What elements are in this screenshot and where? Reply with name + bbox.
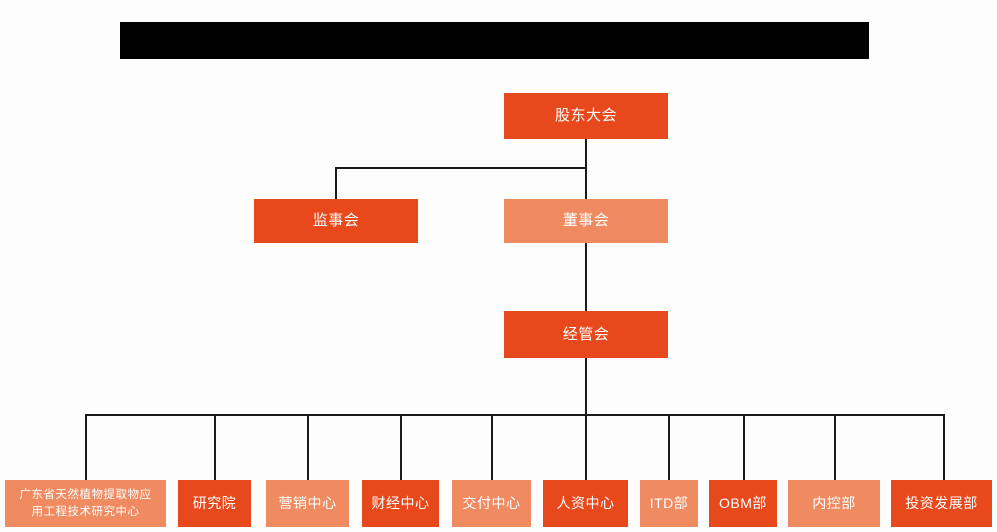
node-label-finance-center: 财经中心: [371, 495, 430, 512]
connector-to-hr-center: [585, 414, 587, 480]
node-label-marketing-center: 营销中心: [278, 495, 337, 512]
node-finance-center[interactable]: 财经中心: [362, 480, 439, 527]
node-label-supervisors: 监事会: [312, 212, 360, 230]
connector-level2-bus: [335, 167, 587, 169]
node-label-investment-development-department: 投资发展部: [905, 495, 978, 512]
connector-to-directors: [585, 167, 587, 199]
connector-to-marketing-center: [307, 414, 309, 480]
node-marketing-center[interactable]: 营销中心: [266, 480, 349, 527]
connector-shareholders-down: [585, 139, 587, 169]
node-delivery-center[interactable]: 交付中心: [452, 480, 531, 527]
redacted-title-bar: [120, 22, 869, 59]
node-supervisors[interactable]: 监事会: [254, 199, 418, 243]
node-institute[interactable]: 研究院: [178, 480, 251, 527]
node-management[interactable]: 经管会: [504, 311, 668, 358]
connector-to-delivery-center: [491, 414, 493, 480]
node-label-shareholders: 股东大会: [554, 107, 617, 125]
connector-to-supervisors: [335, 167, 337, 199]
node-label-itd-department: ITD部: [649, 495, 689, 512]
node-label-delivery-center: 交付中心: [462, 495, 521, 512]
connector-to-itd-department: [668, 414, 670, 480]
node-hr-center[interactable]: 人资中心: [543, 480, 628, 527]
node-directors[interactable]: 董事会: [504, 199, 668, 243]
node-label-obm-department: OBM部: [719, 495, 767, 512]
node-investment-development-department[interactable]: 投资发展部: [891, 480, 992, 527]
node-research-center[interactable]: 广东省天然植物提取物应 用工程技术研究中心: [5, 480, 166, 527]
connector-to-research-center: [85, 414, 87, 480]
node-label-research-center: 广东省天然植物提取物应 用工程技术研究中心: [19, 488, 152, 518]
connector-to-finance-center: [400, 414, 402, 480]
connector-to-investment-development-department: [943, 414, 945, 480]
node-internal-control-department[interactable]: 内控部: [788, 480, 880, 527]
node-shareholders[interactable]: 股东大会: [504, 93, 668, 139]
connector-to-obm-department: [743, 414, 745, 480]
connector-to-institute: [214, 414, 216, 480]
node-itd-department[interactable]: ITD部: [640, 480, 698, 527]
connector-directors-to-management: [585, 243, 587, 311]
node-label-internal-control-department: 内控部: [812, 495, 856, 512]
connector-management-down: [585, 358, 587, 416]
connector-level4-bus: [85, 414, 944, 416]
node-obm-department[interactable]: OBM部: [709, 480, 777, 527]
node-label-directors: 董事会: [562, 212, 610, 230]
node-label-hr-center: 人资中心: [556, 495, 615, 512]
node-label-management: 经管会: [562, 325, 610, 343]
node-label-institute: 研究院: [192, 495, 237, 512]
connector-to-internal-control-department: [834, 414, 836, 480]
